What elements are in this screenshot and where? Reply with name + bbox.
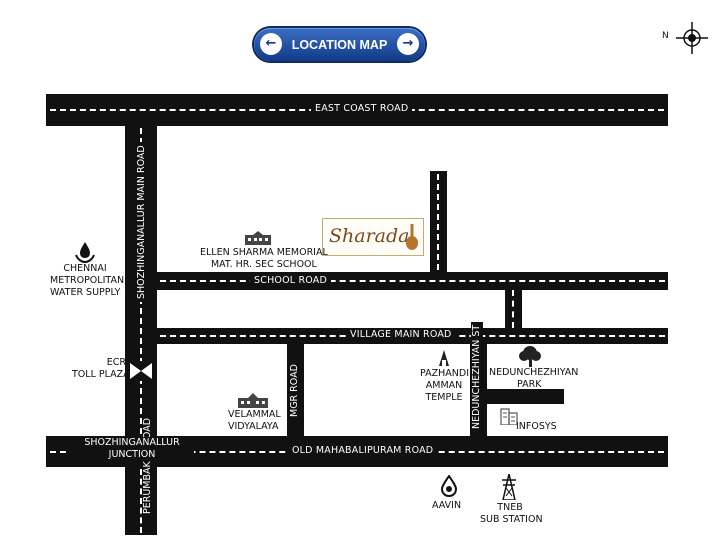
shozhinganallur-main-road-label: SHOZHINGANALLUR MAIN ROAD [136, 142, 148, 302]
pazhandi-line3: TEMPLE [425, 392, 463, 403]
water-drop-icon [75, 242, 95, 263]
perumbakka-road-label: PERUMBAKKA ROAD [142, 414, 154, 517]
sharada-logo: Sharada [322, 218, 424, 256]
aavin-label: AAVIN [432, 500, 462, 511]
school-road-label: SCHOOL ROAD [250, 275, 332, 287]
old-mahabalipuram-road-label: OLD MAHABALIPURAM ROAD [288, 445, 438, 457]
ellen-sharma-line2: MAT. HR. SEC SCHOOL [210, 259, 317, 270]
ellen-sharma-line1: ELLEN SHARMA MEMORIAL [200, 247, 328, 258]
tneb-line1: TNEB [497, 502, 523, 513]
east-coast-road-label: EAST COAST ROAD [311, 103, 413, 115]
chennai-metro-water-label: CHENNAI METROPOLITAN WATER SUPPLY [50, 263, 125, 299]
compass-rose: N [662, 21, 712, 55]
velammal-line1: VELAMMAL [228, 409, 281, 420]
park-line1: NEDUNCHEZHIYAN [489, 367, 579, 378]
ecr-toll-line2: TOLL PLAZA [72, 369, 130, 380]
chennai-metro-line2: METROPOLITAN [50, 275, 125, 286]
temple-icon [439, 350, 449, 366]
village-main-road-label: VILLAGE MAIN ROAD [346, 329, 456, 341]
school-road-centerline [160, 280, 665, 282]
transmission-tower-icon [502, 474, 516, 500]
tree-icon [519, 346, 541, 367]
ellen-sharma-school-label: ELLEN SHARMA MEMORIAL MAT. HR. SEC SCHOO… [200, 247, 328, 271]
sharada-access-road-centerline [437, 174, 439, 270]
nedunchezhiyan-park-label: NEDUNCHEZHIYAN PARK [489, 367, 578, 391]
tneb-line2: SUB STATION [480, 514, 543, 525]
shozhinganallur-junction-label: SHOZHINGANALLUR JUNCTION [70, 437, 194, 461]
sharada-logo-text: Sharada [329, 225, 410, 247]
park-branch-road [487, 389, 564, 404]
school-building-icon [245, 231, 271, 245]
school-building-icon [238, 393, 268, 408]
chennai-metro-line1: CHENNAI [63, 263, 107, 274]
junction-line2: JUNCTION [108, 449, 156, 460]
compass-north-label: N [662, 31, 669, 41]
junction-line1: SHOZHINGANALLUR [84, 437, 180, 448]
ecr-toll-plaza-label: ECR TOLL PLAZA [72, 357, 130, 381]
toll-gate-icon [128, 361, 154, 381]
arrow-right-icon[interactable]: → [397, 33, 419, 55]
location-map-title: LOCATION MAP [291, 37, 388, 52]
pazhandi-temple-label: PAZHANDI AMMAN TEMPLE [420, 368, 469, 404]
nedunchezhiyan-st-label: NEDUNCHEZHIYAN ST [471, 321, 483, 432]
office-building-icon [500, 408, 518, 425]
tneb-label: TNEB SUB STATION [480, 502, 543, 526]
chennai-metro-line3: WATER SUPPLY [50, 287, 121, 298]
infosys-label: INFOSYS [516, 421, 557, 432]
mgr-road-label: MGR ROAD [289, 361, 301, 420]
pazhandi-line1: PAZHANDI [420, 368, 469, 379]
ecr-toll-line1: ECR [106, 357, 126, 368]
pazhandi-line2: AMMAN [425, 380, 463, 391]
park-line2: PARK [517, 379, 542, 390]
connector-road-centerline [512, 290, 514, 328]
perumbakka-road-centerline [140, 469, 142, 533]
location-map-title-button[interactable]: ← LOCATION MAP → [254, 28, 425, 61]
veena-icon [406, 224, 418, 250]
milk-drop-icon [440, 475, 458, 497]
velammal-vidyalaya-label: VELAMMAL VIDYALAYA [228, 409, 282, 433]
compass-icon [676, 22, 708, 54]
velammal-line2: VIDYALAYA [228, 421, 279, 432]
arrow-left-icon[interactable]: ← [260, 33, 282, 55]
